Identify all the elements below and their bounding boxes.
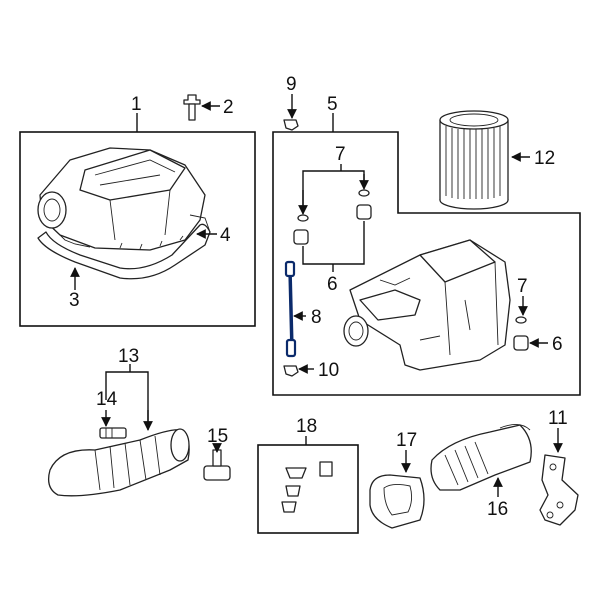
air-cleaner-housing-part[interactable] [343, 239, 511, 371]
seal-part[interactable] [189, 214, 211, 233]
bracket-part-11[interactable] [539, 454, 579, 526]
callout-18: 18 [296, 416, 317, 437]
grommet-part-7-upper[interactable] [297, 189, 370, 222]
nut-part-10[interactable] [283, 365, 299, 377]
callout-labels: 1 2 3 4 5 6 6 7 7 8 9 10 11 12 13 14 15 … [69, 74, 568, 520]
gasket-part[interactable] [37, 223, 211, 280]
callout-5: 5 [327, 94, 338, 115]
grommet-part-7-lower[interactable] [515, 316, 527, 324]
callout-17: 17 [396, 430, 417, 451]
elbow-part-17[interactable] [369, 474, 425, 529]
air-cleaner-cover-part[interactable] [37, 147, 206, 251]
callout-2: 2 [223, 97, 234, 118]
group-box-18 [257, 444, 359, 534]
callout-14: 14 [96, 389, 118, 410]
callout-8: 8 [311, 307, 322, 328]
callout-7-upper: 7 [335, 144, 346, 165]
sensor-part-15[interactable] [203, 449, 231, 481]
callout-15: 15 [207, 426, 228, 447]
callout-13: 13 [118, 346, 139, 367]
callout-9: 9 [286, 74, 297, 95]
sensor-part-14[interactable] [99, 427, 127, 439]
callout-4: 4 [220, 225, 231, 246]
callout-12: 12 [534, 148, 555, 169]
leader-lines [70, 94, 563, 497]
fastener-set-part-18[interactable] [281, 461, 333, 513]
callout-10: 10 [318, 360, 339, 381]
callout-3: 3 [69, 290, 80, 311]
callout-7-lower: 7 [517, 276, 528, 297]
callout-11: 11 [548, 408, 568, 429]
callout-1: 1 [131, 94, 142, 115]
intake-duct-part[interactable] [47, 428, 190, 497]
callout-6-lower: 6 [552, 334, 563, 355]
bolt-part[interactable] [183, 94, 201, 121]
rod-part-8[interactable] [284, 260, 297, 358]
nut-part-9[interactable] [283, 119, 299, 131]
bushing-part-6-lower[interactable] [513, 335, 529, 351]
group-box-5 [272, 131, 581, 396]
callout-6-upper: 6 [327, 274, 338, 295]
callout-16: 16 [487, 499, 508, 520]
bushing-part-6-upper[interactable] [293, 204, 372, 245]
air-filter-part[interactable] [439, 110, 509, 210]
hose-part-16[interactable] [430, 424, 532, 491]
